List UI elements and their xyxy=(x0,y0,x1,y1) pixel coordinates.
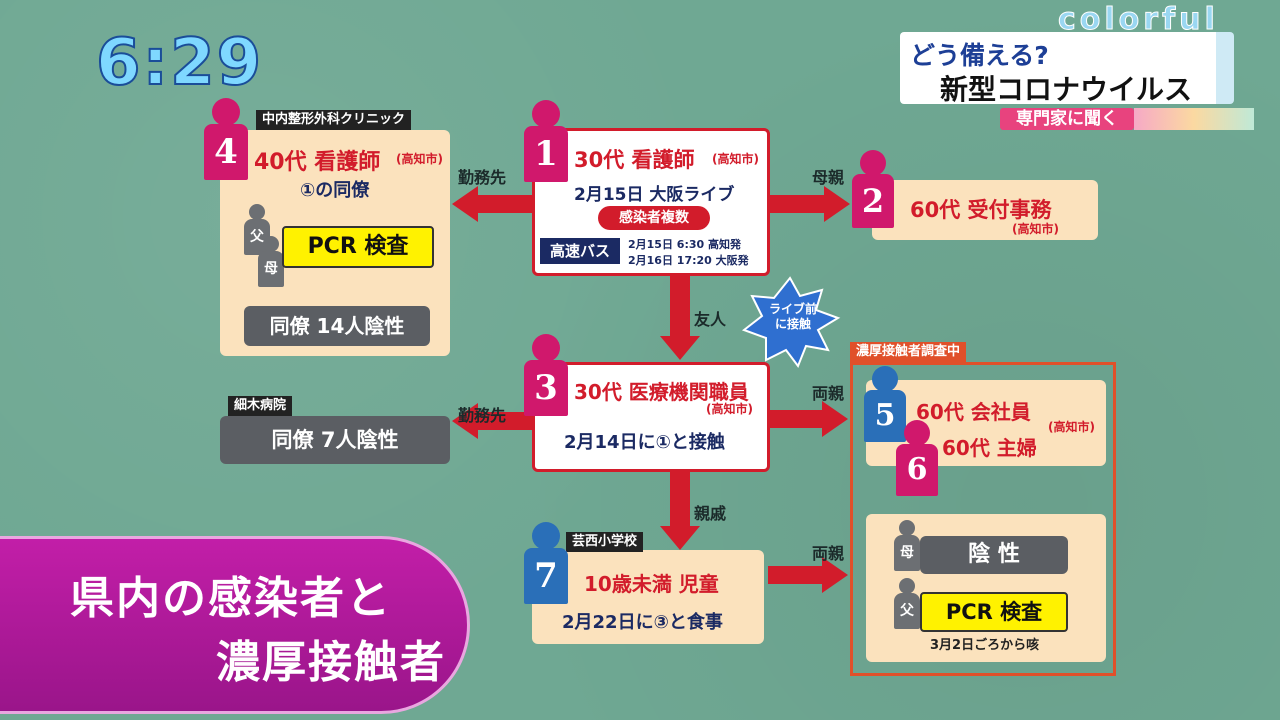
case2-age: 60代 受付事務 xyxy=(910,198,1052,222)
case5-age: 60代 会社員 xyxy=(916,400,1031,424)
case3-box xyxy=(532,362,770,472)
label-friend: 友人 xyxy=(694,310,727,329)
case1-bus-1: 2月15日 6:30 高知発 xyxy=(628,238,741,251)
label-relative: 親戚 xyxy=(694,504,727,523)
case4-age: 40代 看護師 xyxy=(254,150,381,175)
case2-person-icon: 2 xyxy=(852,150,894,230)
burst-shape xyxy=(741,276,841,369)
case4-person-icon: 4 xyxy=(204,98,248,182)
case3-city: (高知市) xyxy=(706,402,753,416)
case2-box xyxy=(872,180,1098,240)
header-sub: 専門家に聞く xyxy=(1000,108,1134,130)
contacts-note: 3月2日ごろから咳 xyxy=(930,638,1040,653)
case2-city: (高知市) xyxy=(1012,222,1059,236)
contacts-tag: 濃厚接触者調査中 xyxy=(850,342,967,362)
case4-city: (高知市) xyxy=(396,152,443,166)
header-sub-stripe xyxy=(1134,108,1254,130)
case6-age: 60代 主婦 xyxy=(942,436,1037,460)
caption-line1: 県内の感染者と xyxy=(70,573,392,624)
label-workplace-1: 勤務先 xyxy=(458,168,507,187)
case4-colleagues-result: 同僚 14人陰性 xyxy=(244,306,430,346)
case1-event: 2月15日 大阪ライブ xyxy=(574,185,735,205)
contacts-negative: 陰 性 xyxy=(920,536,1068,574)
case7-box xyxy=(532,550,764,644)
case5-person-icon: 5 xyxy=(864,366,906,444)
case1-age: 30代 看護師 xyxy=(574,148,695,172)
label-workplace-2: 勤務先 xyxy=(458,406,507,425)
header-panel: どう備える? 新型コロナウイルス xyxy=(900,32,1234,106)
contacts-father-icon: 父 xyxy=(894,578,920,630)
label-parents-2: 両親 xyxy=(812,544,845,563)
contacts-city: (高知市) xyxy=(1048,420,1095,434)
clock: 6:29 xyxy=(95,25,264,101)
case3-age: 30代 医療機関職員 xyxy=(574,380,749,404)
burst-label: ライブ前に接触 xyxy=(768,302,817,331)
brand-logo: colorful xyxy=(1058,2,1219,38)
contacts-pcr-badge: PCR 検査 xyxy=(920,592,1068,632)
case7-note: 2月22日に③と食事 xyxy=(562,612,723,633)
case1-bus-2: 2月16日 17:20 大阪発 xyxy=(628,254,749,267)
case3-person-icon: 3 xyxy=(524,334,568,418)
case1-person-icon: 1 xyxy=(524,100,568,184)
case7-person-icon: 7 xyxy=(524,522,568,606)
caption-line2: 濃厚接触者 xyxy=(216,637,446,688)
contacts-mother-icon: 母 xyxy=(894,520,920,572)
label-parents-1: 両親 xyxy=(812,384,845,403)
case4-pcr-badge: PCR 検査 xyxy=(282,226,434,268)
header-line2: 新型コロナウイルス xyxy=(940,73,1193,106)
label-mother: 母親 xyxy=(812,168,845,187)
case7-tag: 芸西小学校 xyxy=(566,532,644,552)
case1-bus-label: 高速バス xyxy=(540,238,620,264)
case3-note: 2月14日に①と接触 xyxy=(564,432,725,453)
hosono-result: 同僚 7人陰性 xyxy=(220,416,450,464)
case7-age: 10歳未満 児童 xyxy=(584,572,719,596)
case1-city: (高知市) xyxy=(712,152,759,166)
case1-badge: 感染者複数 xyxy=(598,206,710,230)
case4-tag: 中内整形外科クリニック xyxy=(256,110,412,130)
caption-panel xyxy=(0,536,470,714)
header-line1: どう備える? xyxy=(910,41,1049,70)
case6-person-icon: 6 xyxy=(896,420,938,498)
case4-mother-icon: 母 xyxy=(258,236,284,288)
contacts-frame xyxy=(850,362,1116,676)
case4-note: ①の同僚 xyxy=(300,180,370,201)
hosono-tag: 細木病院 xyxy=(228,396,293,416)
